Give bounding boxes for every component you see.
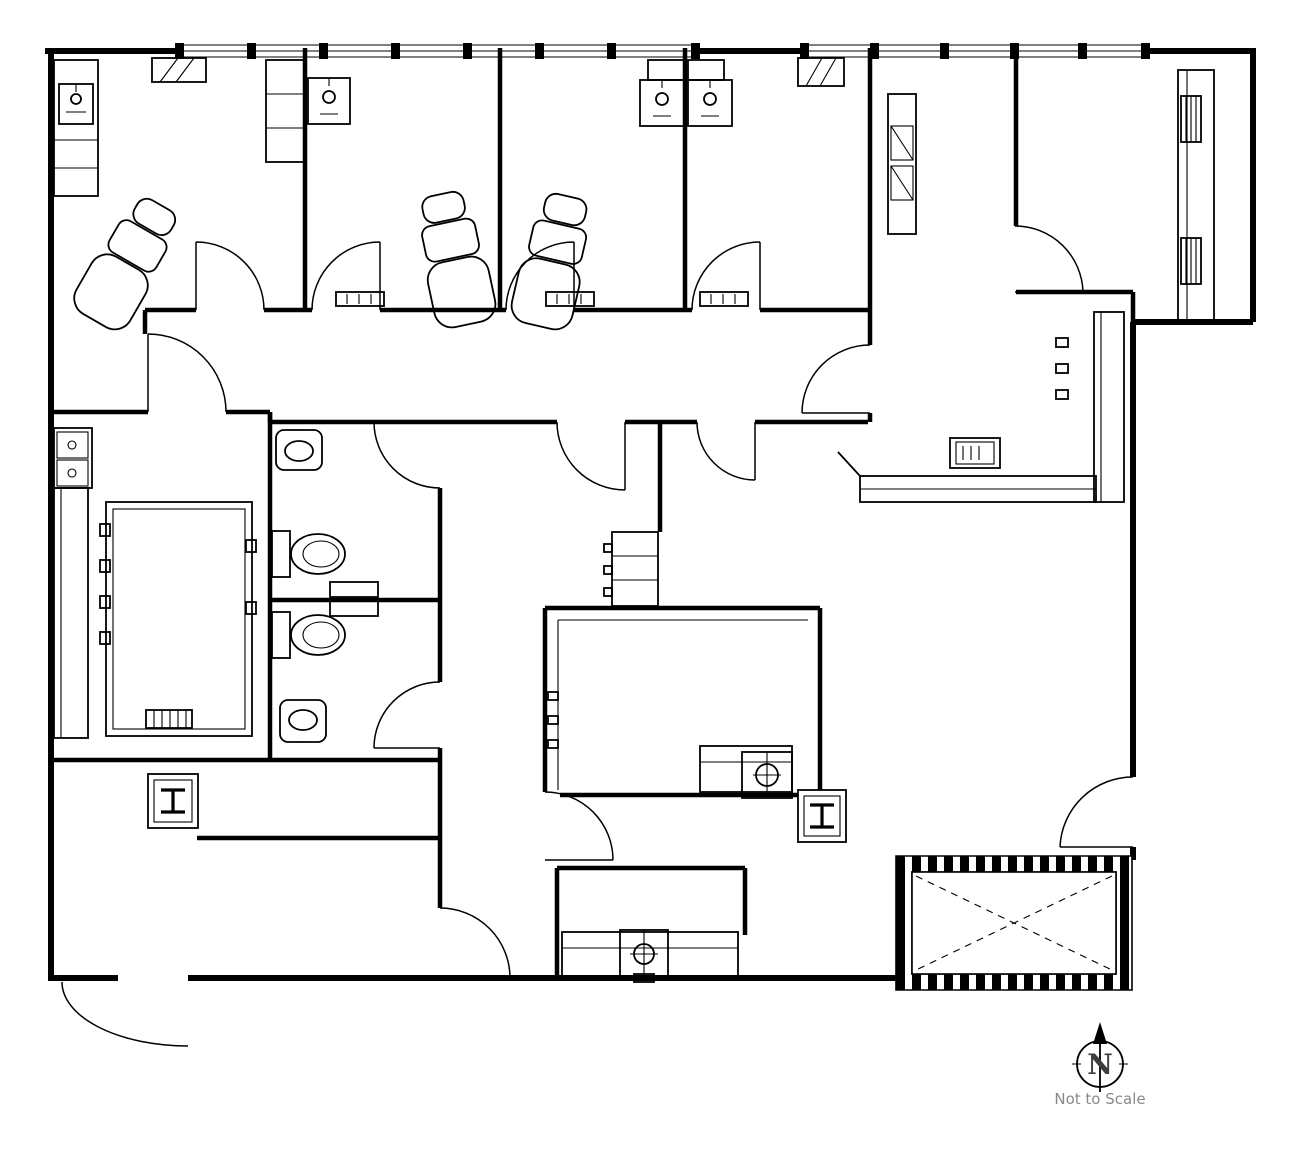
cabinet-icon bbox=[603, 531, 659, 607]
utility-box-icon bbox=[545, 291, 595, 307]
north-arrow: N Not to Scale bbox=[1054, 1022, 1146, 1108]
soffit-hatch-icon bbox=[797, 57, 845, 87]
scale-note: Not to Scale bbox=[1054, 1090, 1145, 1108]
soffit-hatch-icon bbox=[151, 57, 207, 83]
door-pano-room bbox=[544, 791, 614, 861]
door-exam-2 bbox=[311, 241, 381, 311]
door-exam-1 bbox=[195, 241, 265, 311]
sink-station-icon bbox=[265, 59, 351, 163]
lab-island-icon bbox=[99, 501, 257, 737]
lavatory-sink-icon bbox=[279, 699, 327, 743]
sink-station-icon bbox=[639, 59, 685, 127]
dental-chair-icon bbox=[66, 188, 189, 337]
counter-icon bbox=[1093, 311, 1125, 503]
storefront-windows bbox=[175, 43, 1150, 59]
door-corridor-east bbox=[801, 344, 871, 414]
sink-station-icon bbox=[53, 59, 99, 197]
column-icon bbox=[147, 773, 199, 829]
cabinet-icon bbox=[1177, 69, 1215, 323]
imaging-fixtures bbox=[547, 531, 793, 983]
xray-machine-icon bbox=[561, 929, 739, 983]
right-room-fixtures bbox=[887, 69, 1215, 323]
lab-fixtures bbox=[53, 427, 257, 739]
structural-columns bbox=[147, 773, 847, 843]
sink-station-icon bbox=[687, 59, 733, 127]
door-east-wall bbox=[1059, 776, 1134, 848]
utility-box-icon bbox=[335, 291, 385, 307]
door-restroom-2 bbox=[373, 681, 441, 749]
double-sink-icon bbox=[53, 427, 93, 489]
door-lab bbox=[147, 333, 227, 413]
door-center-b bbox=[696, 421, 756, 481]
lavatory-sink-icon bbox=[275, 429, 323, 471]
elevator-shaft-icon bbox=[895, 855, 1133, 991]
door-exam-3 bbox=[505, 241, 575, 311]
sterilization-fixtures bbox=[837, 311, 1125, 503]
toilet-icon bbox=[271, 530, 346, 578]
cabinet-icon bbox=[887, 93, 917, 235]
counter-sink-icon bbox=[949, 437, 1001, 469]
door-bottom-left bbox=[439, 907, 511, 979]
shelf-icon bbox=[329, 581, 379, 617]
door-center-a bbox=[556, 421, 626, 491]
counter-icon bbox=[859, 475, 1097, 503]
exam-room-fixtures bbox=[53, 57, 845, 337]
door-right-room bbox=[1014, 225, 1084, 293]
interior-walls bbox=[49, 48, 1136, 978]
counter-icon bbox=[53, 487, 89, 739]
door-exam-4 bbox=[691, 241, 761, 311]
north-arrow-head bbox=[1093, 1022, 1107, 1044]
restroom-fixtures bbox=[271, 429, 379, 743]
pano-machine-icon bbox=[699, 745, 793, 799]
door-restroom-1 bbox=[373, 421, 441, 489]
utility-box-icon bbox=[699, 291, 749, 307]
door-entry-arc bbox=[61, 981, 189, 1047]
column-icon bbox=[797, 789, 847, 843]
north-letter: N bbox=[1087, 1048, 1113, 1081]
toilet-icon bbox=[271, 611, 346, 659]
